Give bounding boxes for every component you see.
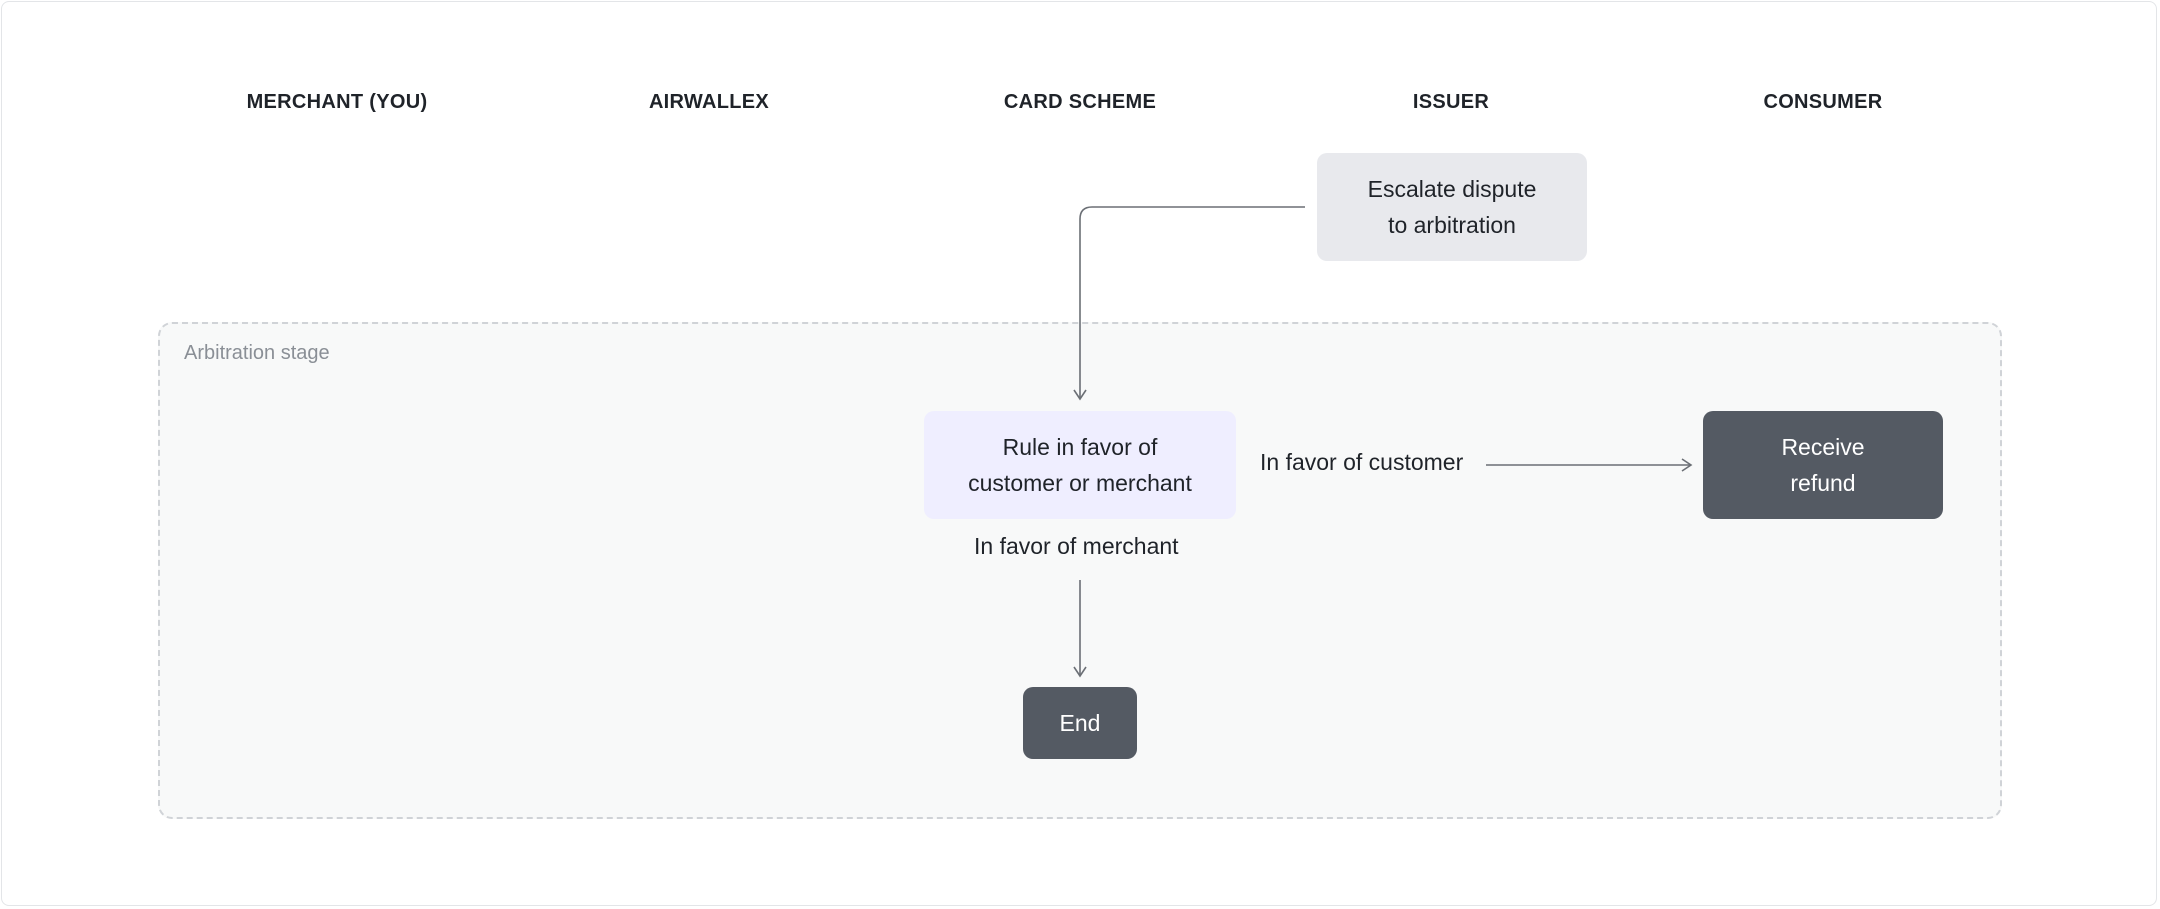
end-label: End xyxy=(1059,710,1101,736)
lane-header-issuer: ISSUER xyxy=(1412,91,1490,113)
edge-label-in-favor-of-customer: In favor of customer xyxy=(1260,449,1464,475)
lane-header-consumer: CONSUMER xyxy=(1763,91,1883,113)
refund-line-2: refund xyxy=(1790,470,1856,496)
lane-header-merchant: MERCHANT (YOU) xyxy=(246,91,428,113)
rule-decision-node: Rule in favor of customer or merchant xyxy=(924,411,1236,519)
lane-header-airwallex: AIRWALLEX xyxy=(648,91,770,113)
stage-label: Arbitration stage xyxy=(184,342,330,364)
rule-line-2: customer or merchant xyxy=(968,470,1192,496)
receive-refund-node: Receive refund xyxy=(1703,411,1943,519)
rule-line-1: Rule in favor of xyxy=(1002,434,1158,460)
lane-header-card-scheme: CARD SCHEME xyxy=(1003,91,1157,113)
escalate-dispute-node: Escalate dispute to arbitration xyxy=(1317,153,1587,261)
refund-line-1: Receive xyxy=(1781,434,1865,460)
escalate-line-2: to arbitration xyxy=(1388,212,1516,238)
end-node: End xyxy=(1023,687,1137,759)
edge-label-in-favor-of-merchant: In favor of merchant xyxy=(974,533,1179,559)
escalate-line-1: Escalate dispute xyxy=(1367,176,1537,202)
